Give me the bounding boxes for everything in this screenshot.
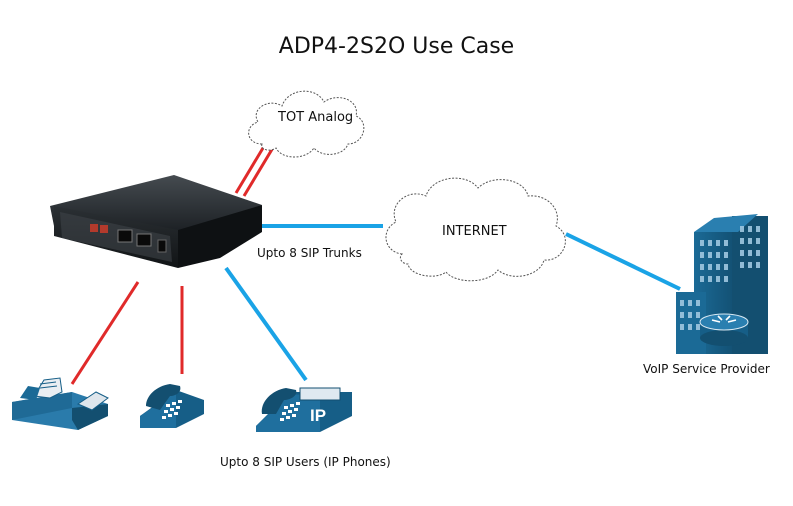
fax-machine-icon: [12, 377, 109, 430]
voip-provider-label: VoIP Service Provider: [643, 362, 770, 376]
sip-users-label: Upto 8 SIP Users (IP Phones): [220, 455, 391, 469]
voip-provider-building-icon: [676, 214, 768, 354]
router-icon: [699, 313, 749, 346]
internet-cloud: [385, 177, 566, 282]
internet-provider-line: [565, 232, 681, 291]
ip-phone-icon: IP: [256, 387, 352, 432]
adp4-gateway-device: [50, 175, 262, 268]
device-ethernet-ports: [117, 229, 152, 247]
tot-analog-cloud: [248, 90, 365, 158]
ip-phone-badge: IP: [310, 406, 326, 425]
ip-phone-line: [224, 266, 308, 382]
page-title: ADP4-2S2O Use Case: [278, 34, 515, 59]
analog-phone-icon: [140, 384, 204, 428]
fax-line: [70, 281, 140, 385]
sip-trunks-label: Upto 8 SIP Trunks: [257, 246, 362, 260]
tot-analog-line: [234, 142, 276, 197]
device-fxo-ports: [90, 224, 108, 233]
device-power-port: [157, 239, 167, 253]
internet-label: INTERNET: [442, 224, 507, 239]
tot-analog-label: TOT Analog: [278, 110, 354, 125]
